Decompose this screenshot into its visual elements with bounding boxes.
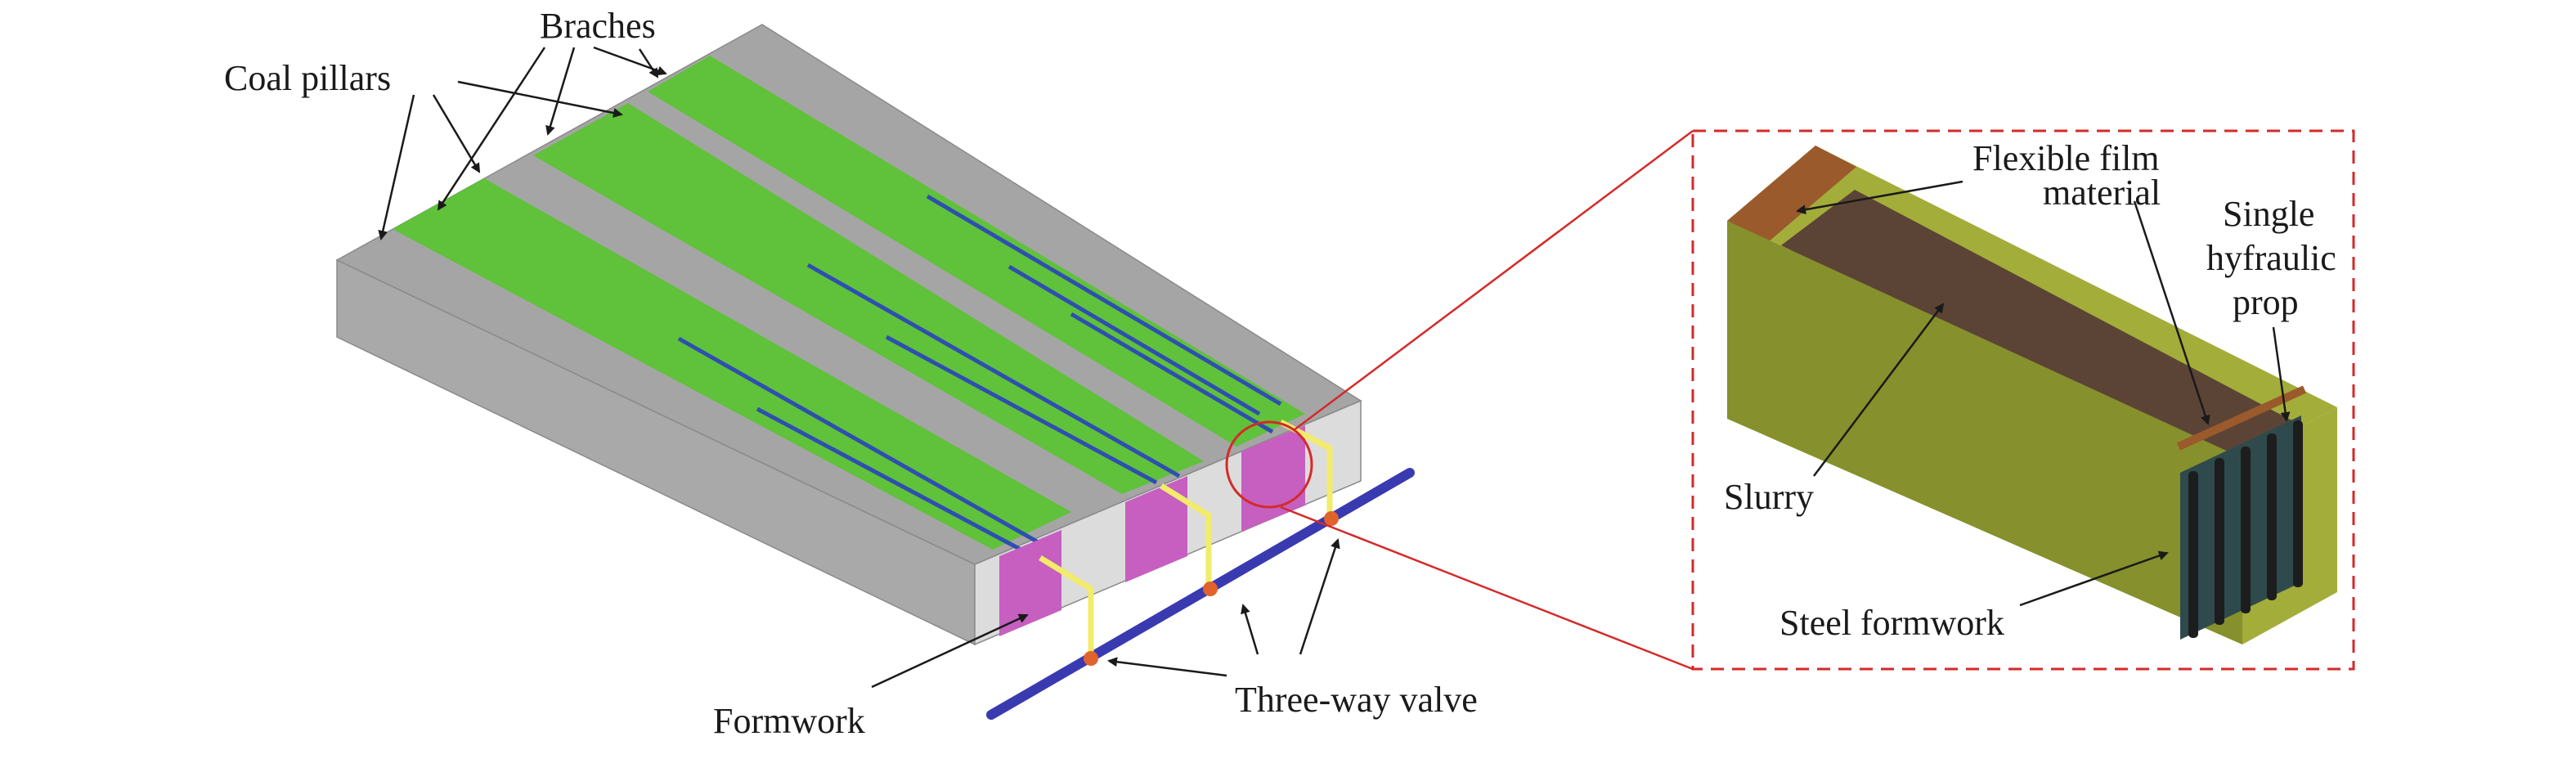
three-way-valve-icon [1324, 511, 1339, 526]
prop-icon [2215, 458, 2224, 625]
label-coal-pillars: Coal pillars [224, 58, 391, 98]
drill-line [885, 335, 1158, 485]
drill-line [756, 406, 1029, 555]
arrow [545, 47, 576, 136]
branch-pipe-3 [1279, 419, 1333, 517]
arrow [2019, 550, 2169, 607]
label-formwork: Formwork [713, 701, 865, 741]
callout-line-bottom [1280, 505, 1694, 671]
zoom-frame [1691, 129, 2355, 671]
branch-roadway-1 [393, 178, 1071, 550]
branch-pipes [1039, 419, 1333, 656]
arrow [1813, 303, 1945, 477]
formwork-2 [1125, 476, 1187, 582]
label-flexible-film-2: material [2043, 173, 2161, 213]
formwork-1 [999, 530, 1061, 636]
arrow [1241, 604, 1259, 655]
arrow [378, 94, 415, 240]
arrow [457, 80, 623, 118]
label-braches: Braches [540, 6, 656, 46]
branch-roadway-3 [648, 56, 1305, 447]
three-way-valve-icon [1203, 582, 1218, 596]
branch-pipe-2 [1160, 483, 1212, 587]
main-slurry-pipe [986, 468, 1415, 720]
hydraulic-props [2188, 420, 2303, 638]
three-way-valves [1084, 511, 1339, 666]
prop-icon [2241, 447, 2251, 613]
label-single-prop-1: Single [2223, 194, 2314, 234]
arrow [871, 613, 1029, 689]
box-front-wall [1727, 221, 2242, 644]
arrow [638, 48, 659, 79]
slurry-fill [1781, 190, 2298, 465]
arrow [593, 46, 667, 76]
prop-icon [2188, 471, 2198, 638]
callout-line-top [1293, 130, 1694, 431]
drill-line [806, 263, 1181, 478]
arrow [432, 94, 481, 173]
drill-line [1008, 264, 1261, 416]
label-single-prop-3: prop [2233, 282, 2299, 322]
flexible-film-top [1727, 146, 1856, 242]
prop-icon [2267, 433, 2277, 600]
arrow [1107, 657, 1227, 677]
drill-line [677, 336, 1050, 550]
magnifier-circle [1225, 420, 1313, 509]
label-flexible-film-1: Flexible film [1972, 138, 2160, 178]
label-steel-formwork: Steel formwork [1779, 603, 2004, 643]
goaf-block [335, 24, 1362, 646]
label-single-prop-2: hyfraulic [2206, 238, 2336, 278]
label-slurry: Slurry [1724, 477, 1814, 517]
arrow [1796, 180, 1963, 215]
prop-icon [2293, 420, 2303, 587]
arrow [1299, 538, 1340, 655]
drill-lines [677, 194, 1282, 555]
label-three-way-valve: Three-way valve [1235, 680, 1478, 720]
drill-line [1070, 312, 1274, 434]
drill-line [926, 194, 1282, 406]
three-way-valve-icon [1084, 651, 1098, 666]
arrow [2133, 200, 2210, 425]
arrow [2272, 326, 2291, 422]
branch-pipe-1 [1039, 555, 1094, 656]
arrow [437, 47, 546, 211]
annotation-arrows [378, 46, 2291, 689]
